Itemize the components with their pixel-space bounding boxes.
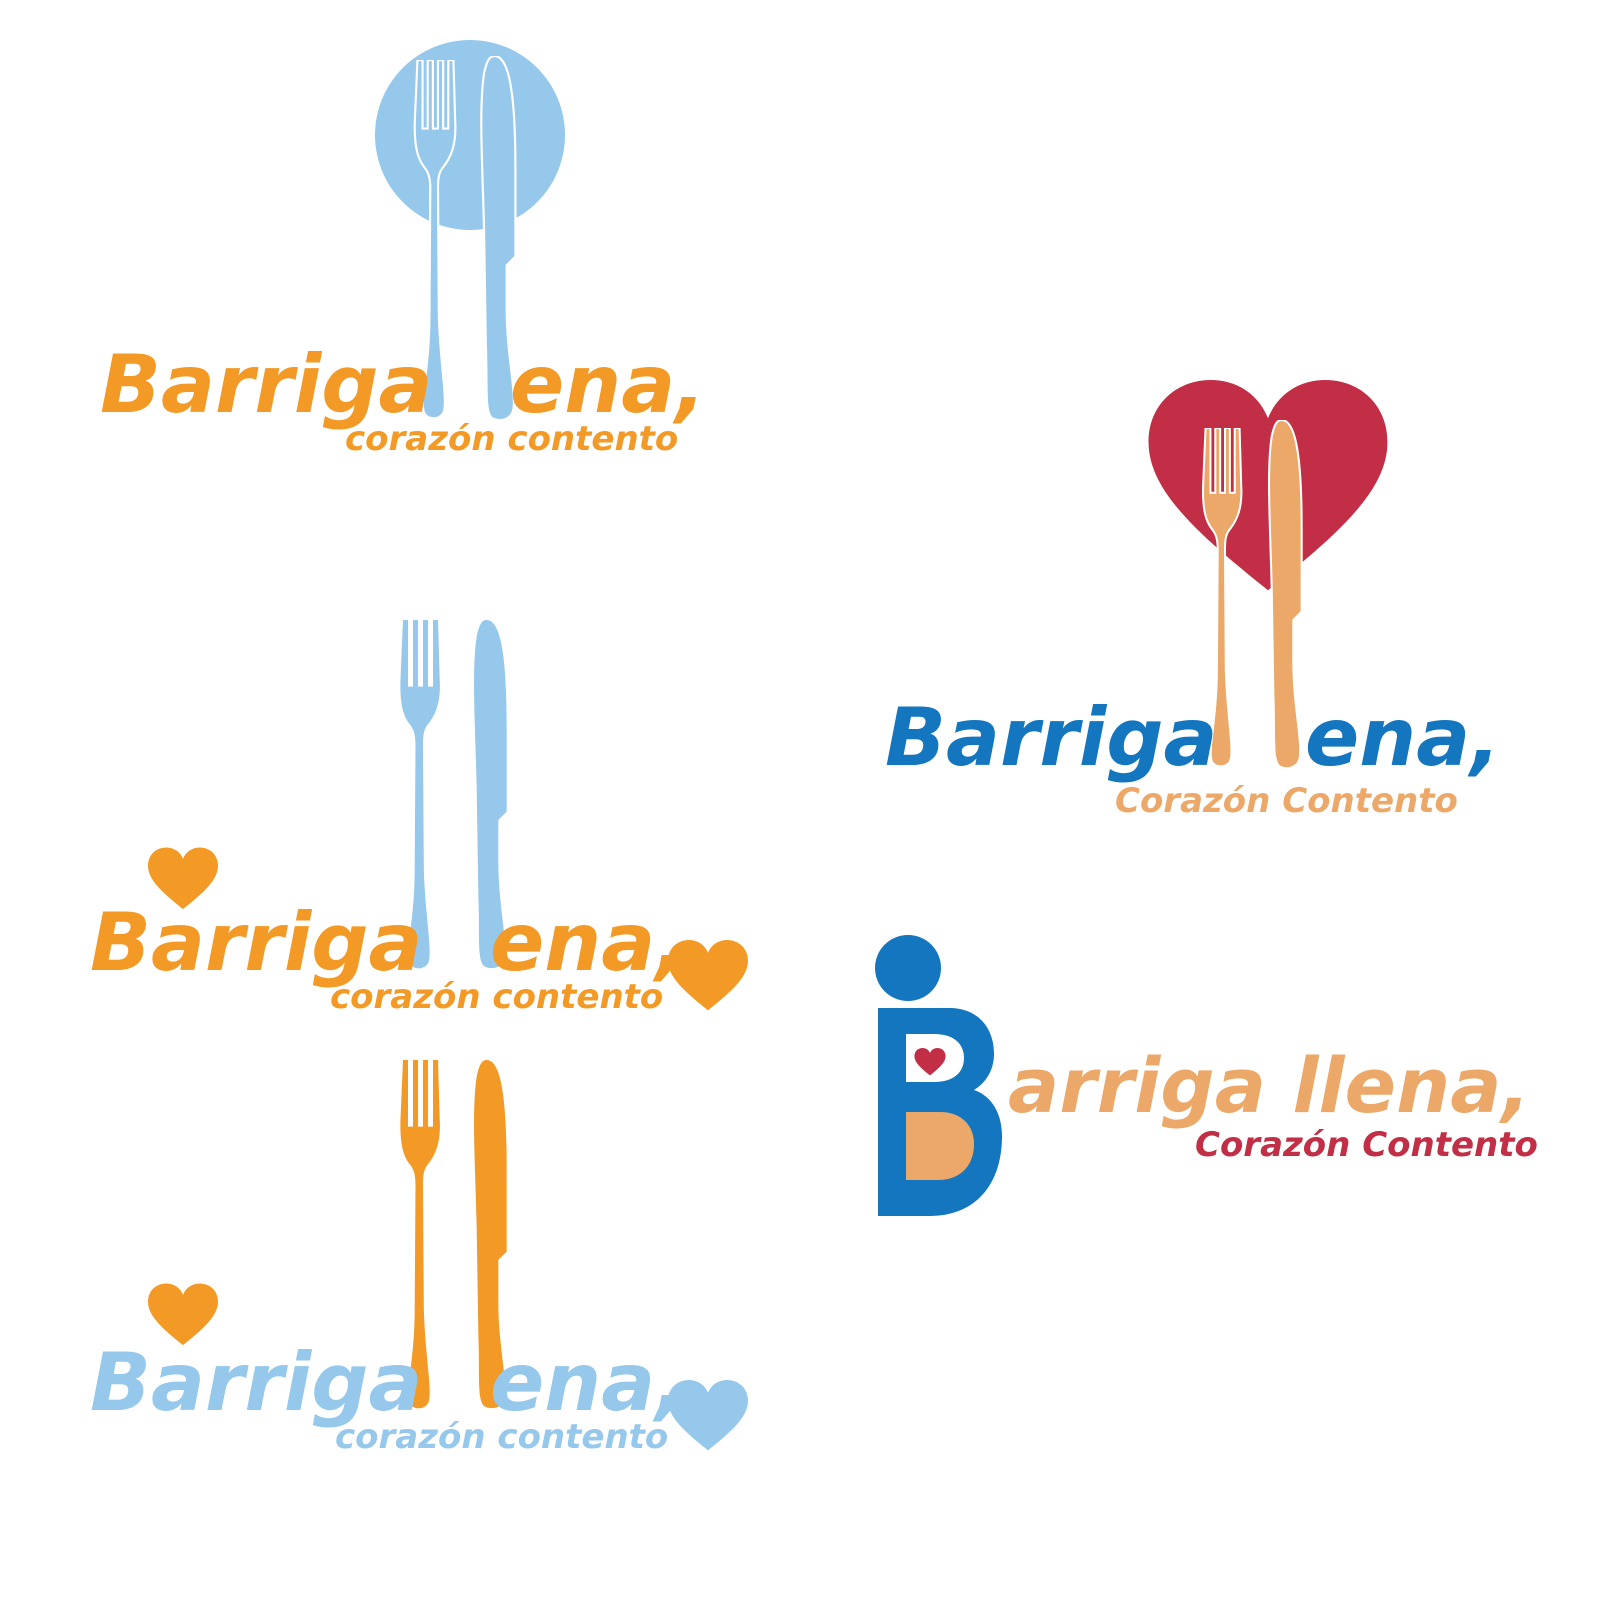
wordmark: arriga llena, <box>1008 1041 1530 1130</box>
wordmark-left: Barriga <box>90 896 423 989</box>
logo-big-heart-variant: Barriga ena, Corazón Contento <box>885 380 1501 821</box>
tagline: corazón contento <box>345 419 678 459</box>
dot-icon <box>875 935 941 1001</box>
logo-hearts-orange-variant: Barriga ena, corazón contento <box>90 620 748 1017</box>
logo-monogram-variant: arriga llena, Corazón Contento <box>875 935 1538 1216</box>
b-monogram-icon <box>878 1008 1002 1216</box>
wordmark-right: ena, <box>510 338 706 431</box>
plate-circle-icon <box>375 40 565 230</box>
wordmark-right: ena, <box>490 1336 686 1429</box>
wordmark-left: Barriga <box>885 691 1218 784</box>
tagline: corazón contento <box>335 1417 668 1457</box>
wordmark-left: Barriga <box>100 338 433 431</box>
tagline: Corazón Contento <box>1115 781 1458 821</box>
logo-hearts-blue-variant: Barriga ena, corazón contento <box>90 1060 748 1457</box>
logo-plate-variant: Barriga ena, corazón contento <box>100 40 706 459</box>
wordmark-left: Barriga <box>90 1336 423 1429</box>
tagline: Corazón Contento <box>1195 1125 1538 1165</box>
wordmark-right: ena, <box>490 896 686 989</box>
tagline: corazón contento <box>330 977 663 1017</box>
wordmark-right: ena, <box>1305 691 1501 784</box>
